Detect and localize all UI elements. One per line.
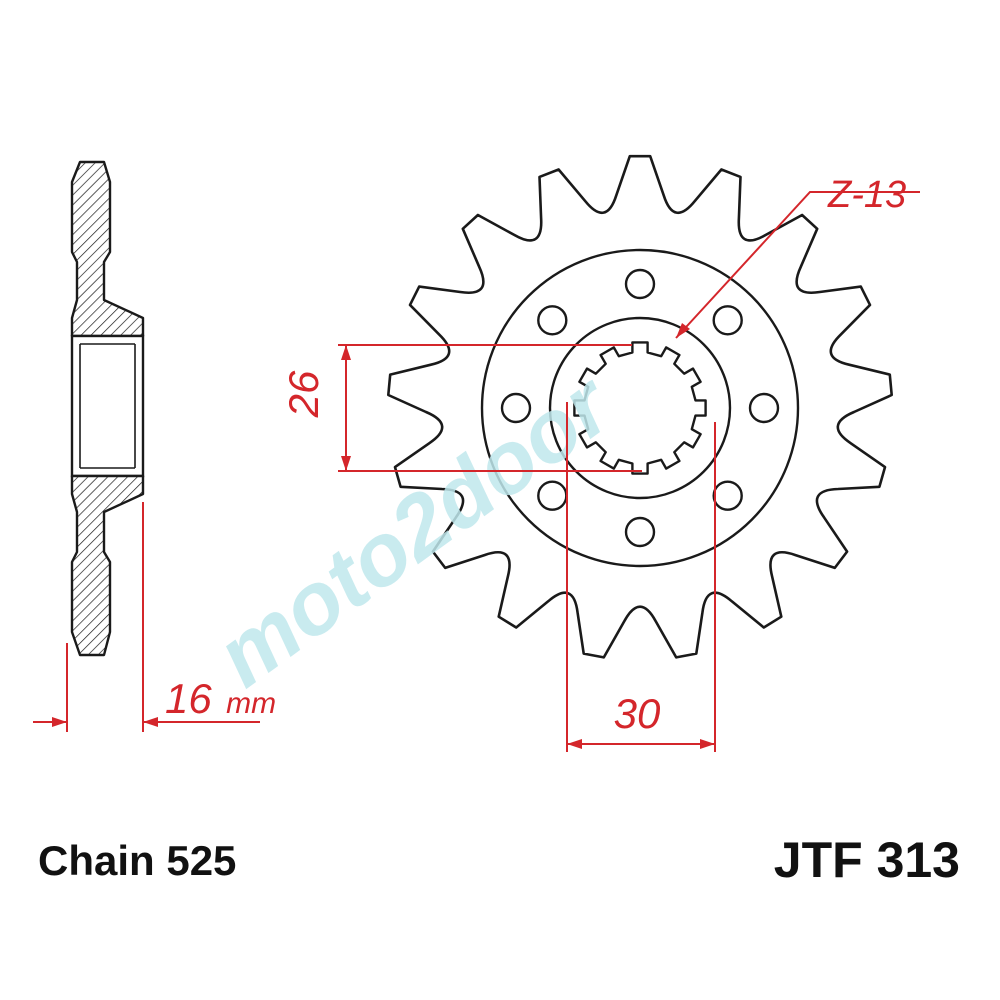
bolt-hole [748,392,780,424]
bolt-offset-label: 30 [614,690,661,737]
bolt-hole [624,268,656,300]
dim-30-arrow-right [700,739,715,749]
side-profile-upper [70,160,145,338]
dim-26-arrow-bottom [341,456,351,471]
front-view [387,154,893,659]
dimensions [33,191,920,752]
bolt-hole [712,305,743,336]
dim-26-arrow-top [341,345,351,360]
thickness-value: 16 [165,675,212,722]
dim-30-arrow-left [567,739,582,749]
bolt-hole [500,392,532,424]
spline-outline [573,341,707,475]
teeth-leader-arrow [676,323,690,338]
bolt-circle-inner [548,316,732,500]
dim-16-arrow-left [52,717,67,727]
thickness-unit: mm [226,687,276,720]
part-number-label: JTF 313 [774,832,960,888]
bolt-hole [624,516,656,548]
bolt-hole [712,480,743,511]
spline-diameter-label: 26 [280,370,327,418]
teeth-count-label: Z-13 [827,174,906,216]
bolt-holes [500,268,780,548]
bolt-hole [537,305,568,336]
side-hub-bore [70,334,145,478]
teeth-leader-line [675,191,920,339]
chain-label: Chain 525 [38,837,236,884]
side-profile-lower [70,474,145,657]
thickness-label: 16 mm [165,675,276,722]
bolt-circle-outer [480,248,800,568]
side-view [70,160,145,657]
dim-16-arrow-right [143,717,158,727]
